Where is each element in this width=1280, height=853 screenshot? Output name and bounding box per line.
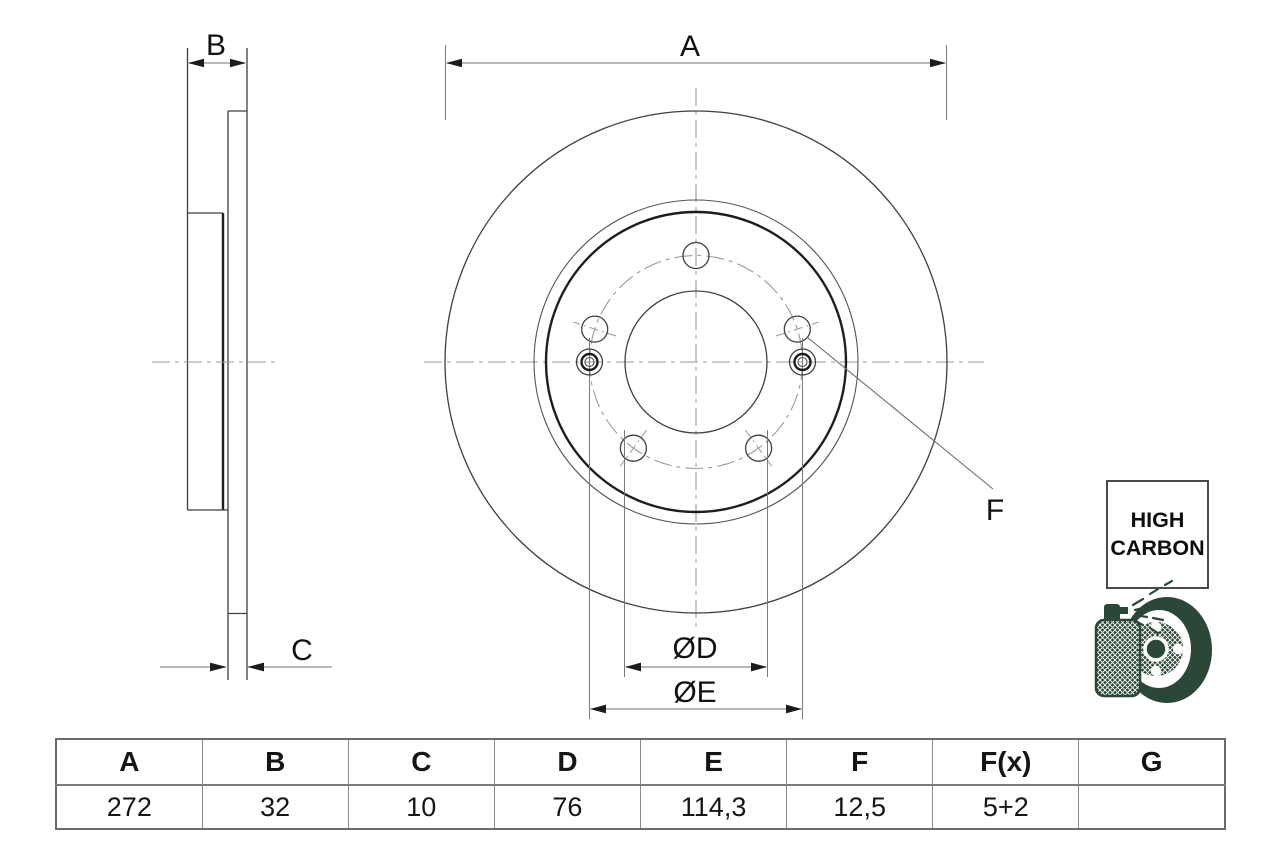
center-bore-circle [624,290,768,434]
spray-can-icon [1094,579,1174,698]
dimension-e: ØE [590,676,802,714]
side-view [152,48,275,680]
spec-value-c: 10 [347,784,495,830]
spec-col-header-e: E [639,738,788,786]
set-screw-holes [575,338,817,719]
dimension-c: C [160,634,332,672]
spec-header-row: A B C D E F F(x) G [55,738,1226,786]
spec-value-row: 272 32 10 76 114,3 12,5 5+2 [55,784,1226,830]
dimension-d: ØD [624,430,768,677]
dimension-label-f: F [986,494,1004,527]
spec-col-header-f: F [786,738,934,786]
dimension-label-a: A [680,30,700,63]
dimension-label-c: C [291,634,313,667]
hat-inner-circle [544,210,848,514]
bolt-holes [573,241,819,467]
dimension-b: B [188,29,246,68]
spec-col-header-g: G [1078,738,1226,786]
spec-col-header-a: A [55,738,203,786]
outer-diameter-circle [444,110,948,614]
spray-mist [1131,579,1174,635]
spec-value-g [1078,784,1226,830]
spec-col-header-c: C [347,738,495,786]
dimension-a: A [445,30,947,120]
hat-outer-circle [533,199,859,525]
badge-line-1: HIGH [1130,508,1185,533]
technical-drawing: B C [152,29,1212,719]
front-view [424,88,984,719]
spec-value-d: 76 [493,784,642,830]
spec-col-header-b: B [201,738,349,786]
high-carbon-badge: HIGH CARBON [1106,480,1209,589]
dimension-label-b: B [206,29,226,62]
spec-col-header-fx: F(x) [932,738,1080,786]
dimension-label-d: ØD [673,632,718,665]
spec-value-b: 32 [201,784,349,830]
dimension-label-e: ØE [673,676,716,709]
spec-value-f: 12,5 [786,784,934,830]
spec-table: A B C D E F F(x) G 272 32 10 76 114,3 12… [55,738,1226,830]
badge-line-2: CARBON [1110,535,1205,560]
spec-value-a: 272 [55,784,203,830]
spray-paint-icon [1094,579,1212,703]
spec-value-fx: 5+2 [932,784,1080,830]
spec-col-header-d: D [493,738,642,786]
dimension-f: F [806,336,1004,527]
spec-value-e: 114,3 [639,784,788,830]
